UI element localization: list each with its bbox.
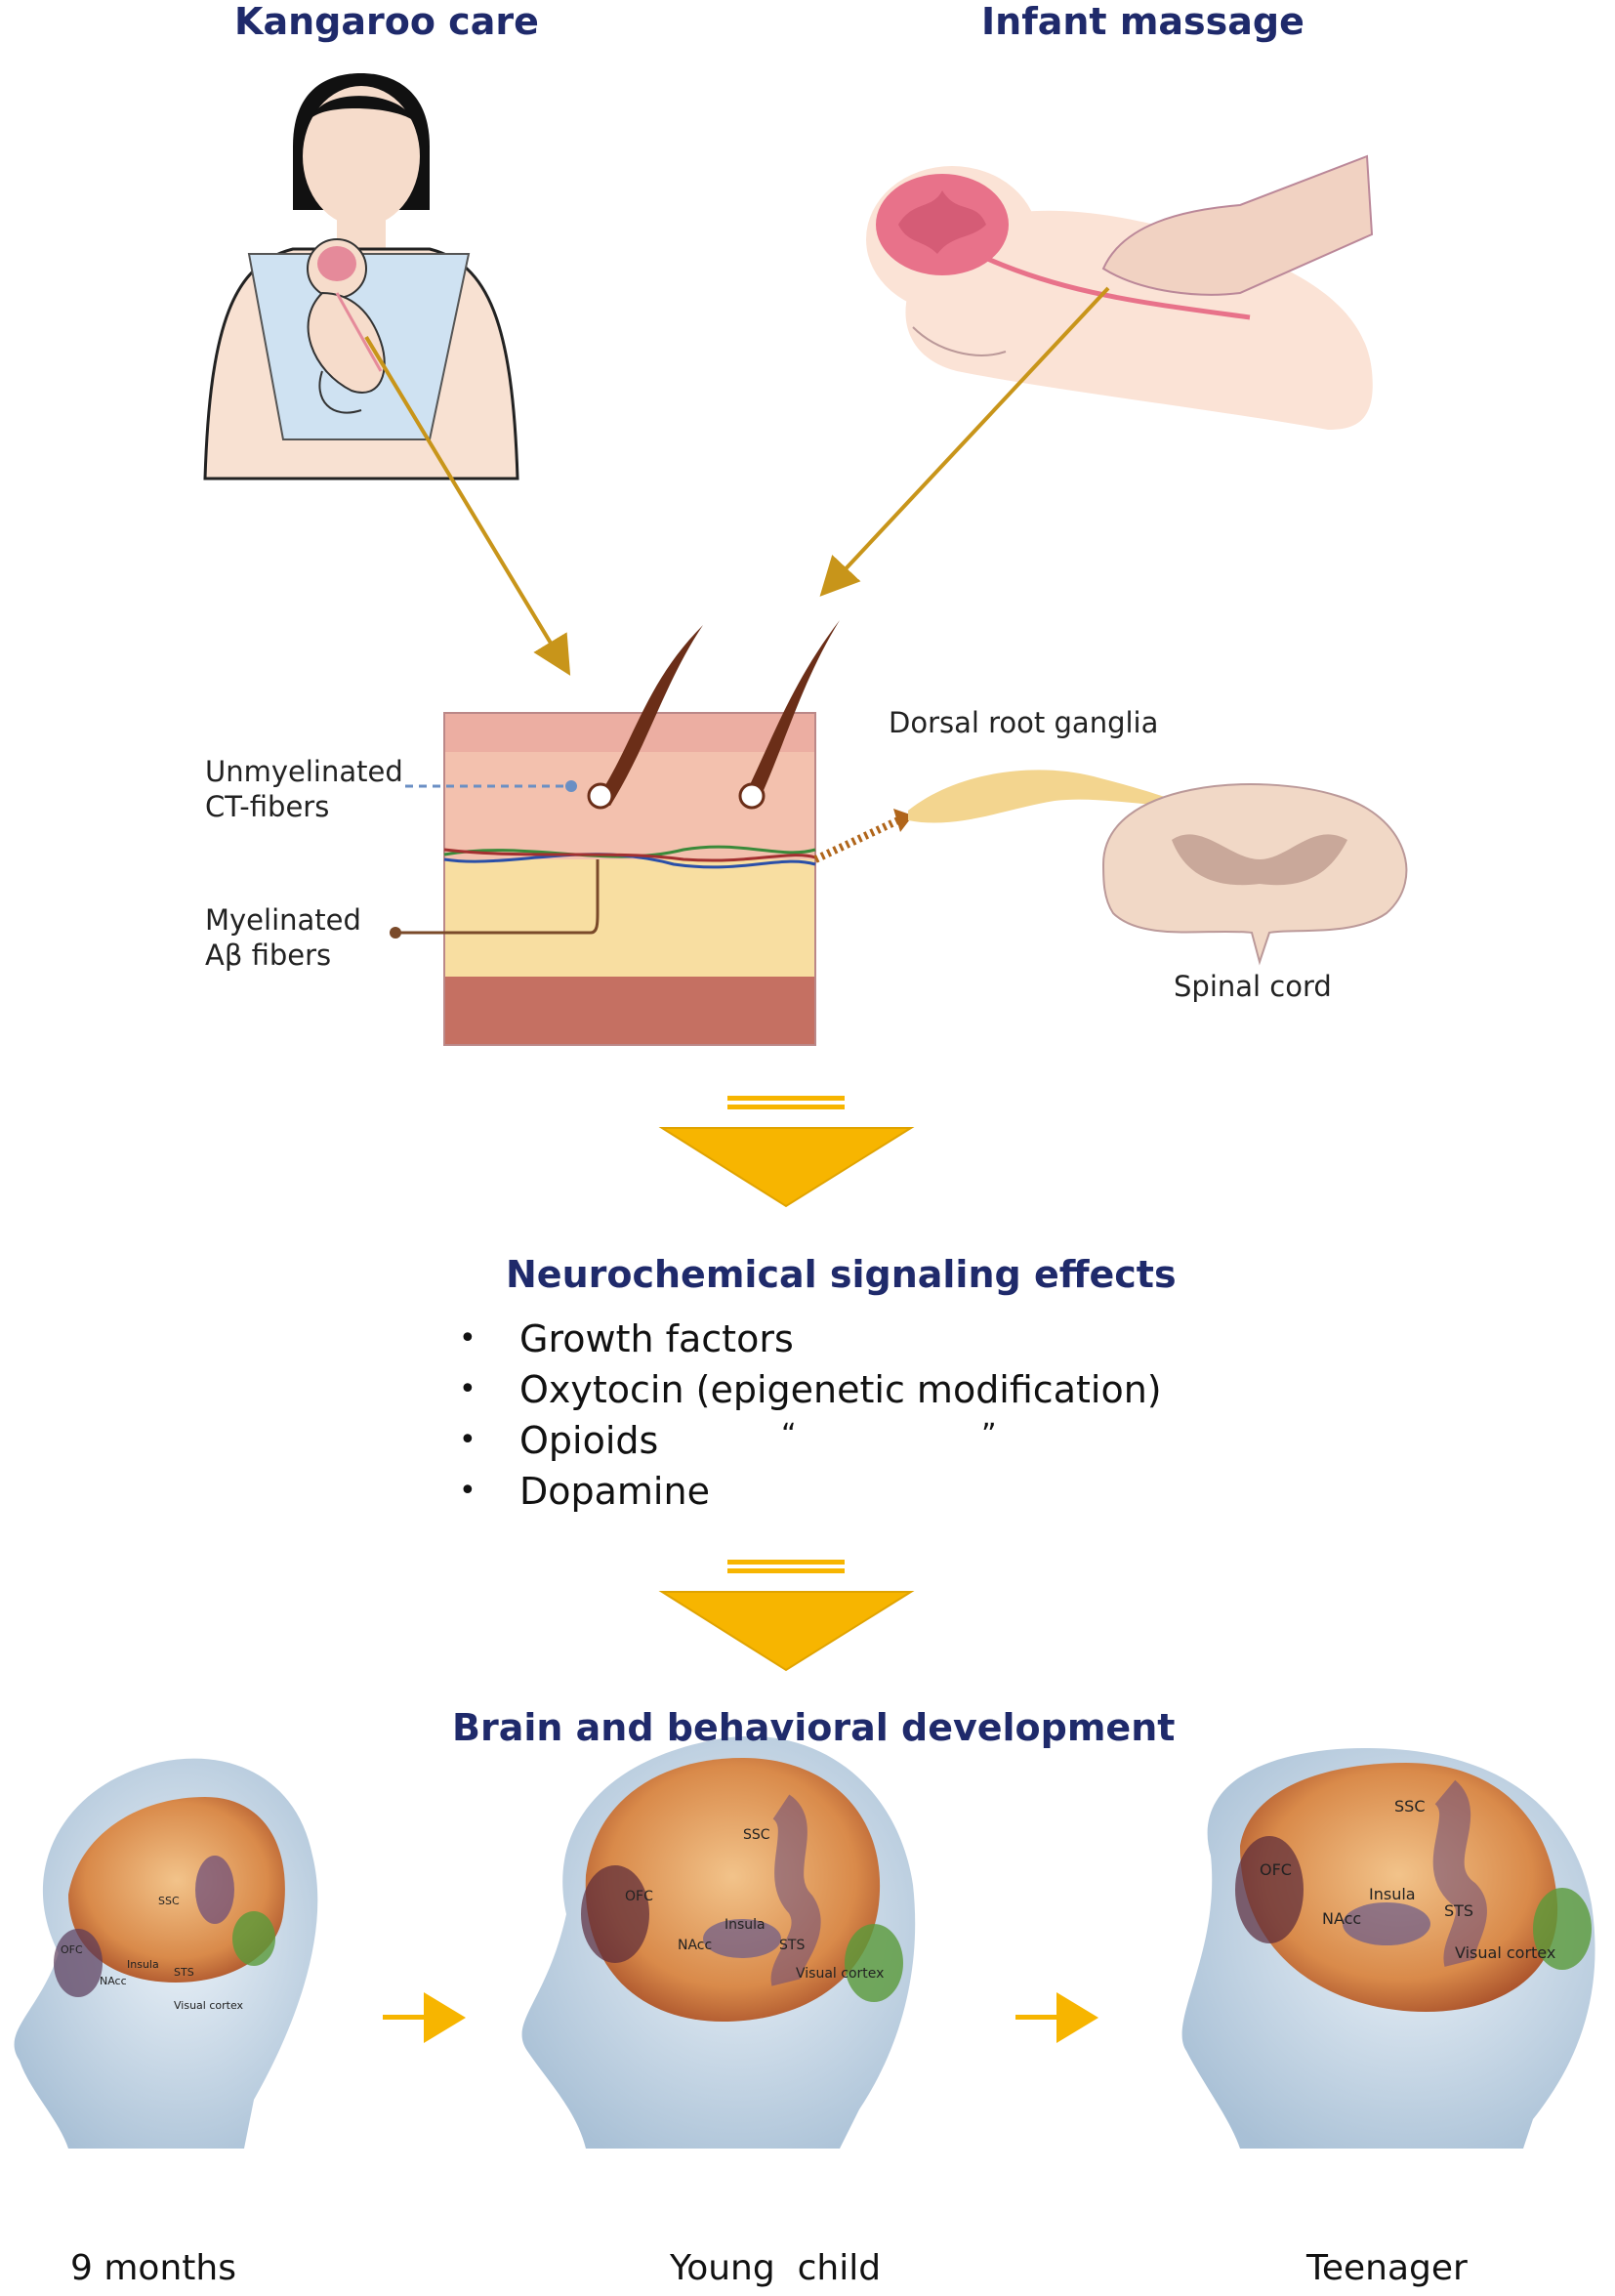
- kangaroo-to-skin-arrow: [364, 335, 571, 676]
- neurochemical-item-growth-factors: Growth factors: [459, 1314, 1162, 1364]
- region-label: Visual cortex: [174, 1999, 244, 2012]
- neurochemical-item-dopamine: Dopamine: [459, 1466, 1162, 1517]
- brain-young-child-labels: SSC OFC Insula NAcc STS Visual cortex: [625, 1827, 884, 1982]
- region-label: Visual cortex: [796, 1966, 884, 1982]
- brain-teenager: [1181, 1748, 1595, 2149]
- down-arrow-1: [658, 1096, 915, 1208]
- brain-9-months: [14, 1758, 318, 2149]
- region-label: OFC: [61, 1943, 83, 1956]
- region-label: STS: [779, 1938, 805, 1953]
- right-arrow-2: [1015, 1992, 1098, 2043]
- neurochemical-item-oxytocin: Oxytocin (epigenetic modification): [459, 1364, 1162, 1415]
- region-label: SSC: [1394, 1797, 1425, 1816]
- development-title: Brain and behavioral development: [452, 1706, 1176, 1749]
- ab-fibers-label-line-2: Aβ fibers: [205, 939, 332, 972]
- region-label: OFC: [625, 1889, 653, 1904]
- region-label: Insula: [725, 1917, 766, 1933]
- infant-massage-title: Infant massage: [981, 0, 1304, 43]
- ct-fibers-label-line-2: CT-fibers: [205, 790, 330, 823]
- down-arrow-2: [658, 1560, 915, 1672]
- drg-label: Dorsal root ganglia: [889, 706, 1159, 739]
- region-label: NAcc: [1322, 1909, 1361, 1928]
- region-label: OFC: [1260, 1860, 1292, 1879]
- region-label: SSC: [158, 1895, 180, 1907]
- region-label: NAcc: [678, 1938, 712, 1953]
- spinal-cord-label: Spinal cord: [1174, 970, 1332, 1003]
- brain-teenager-labels: SSC OFC Insula NAcc STS Visual cortex: [1260, 1797, 1555, 1962]
- region-label: SSC: [743, 1827, 770, 1843]
- stage-label-teenager: Teenager: [1306, 2248, 1468, 2288]
- skin-cross-section: [390, 620, 840, 1046]
- region-label: STS: [1444, 1901, 1473, 1920]
- ab-fibers-label-line-1: Myelinated: [205, 903, 361, 937]
- infant-massage-illustration: [866, 154, 1374, 430]
- dorsal-root-ganglia-shape: [908, 770, 1177, 823]
- region-label: NAcc: [100, 1975, 127, 1987]
- stage-label-young-child: Young child: [670, 2248, 882, 2288]
- region-label: Visual cortex: [1455, 1943, 1555, 1962]
- spinal-cord-illustration: [1101, 783, 1408, 966]
- ct-fibers-label-line-1: Unmyelinated: [205, 755, 403, 788]
- neurochemical-list: Growth factors Oxytocin (epigenetic modi…: [459, 1314, 1162, 1517]
- neurochemical-item-opioids: Opioids: [459, 1415, 1162, 1466]
- skin-to-drg-arrow: [813, 816, 900, 863]
- neurochemical-title: Neurochemical signaling effects: [506, 1253, 1177, 1296]
- kangaroo-care-title: Kangaroo care: [234, 0, 539, 43]
- region-label: Insula: [127, 1958, 159, 1971]
- massage-to-skin-arrow: [819, 286, 1110, 597]
- ditto-open-mark: “: [781, 1418, 797, 1452]
- kangaroo-care-illustration: [203, 73, 519, 480]
- region-label: Insula: [1369, 1885, 1416, 1903]
- right-arrow-1: [383, 1992, 466, 2043]
- region-label: STS: [174, 1966, 194, 1979]
- brain-young-child: [521, 1735, 916, 2149]
- stage-label-9-months: 9 months: [70, 2248, 236, 2288]
- brain-9-months-labels: SSC OFC Insula NAcc STS Visual cortex: [61, 1895, 244, 2012]
- ditto-close-mark: ”: [981, 1418, 997, 1452]
